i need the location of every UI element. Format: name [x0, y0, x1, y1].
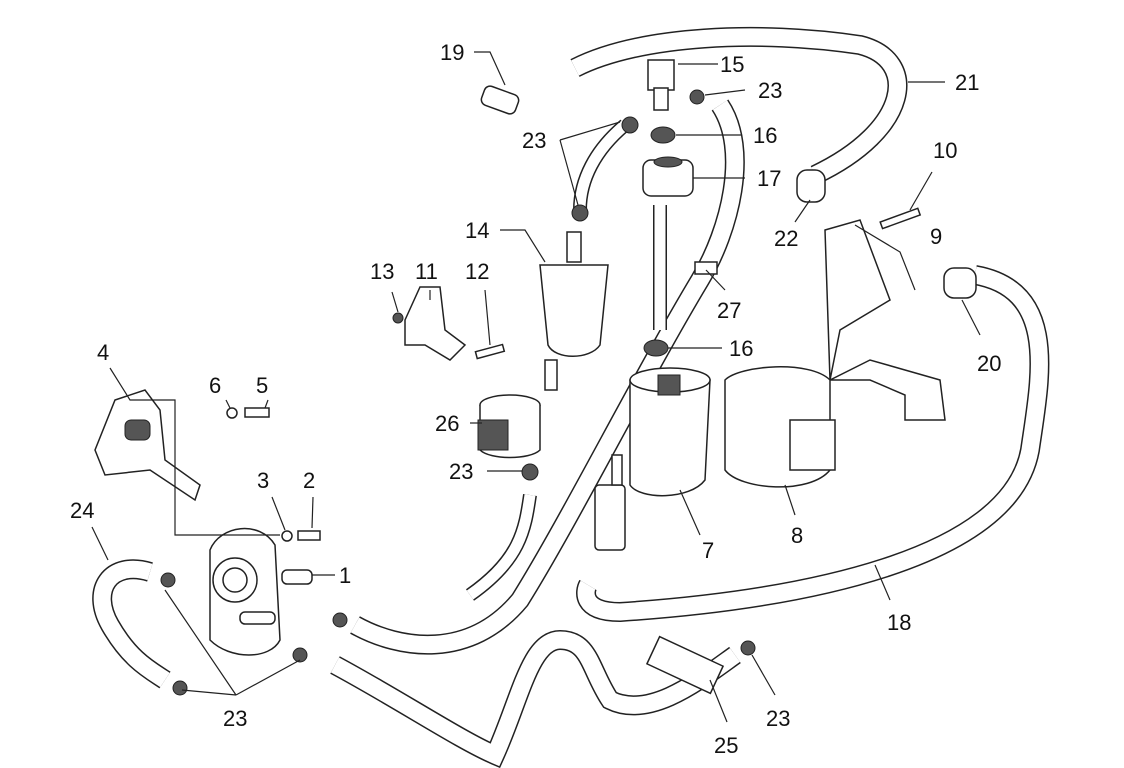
label-1: 1 [339, 563, 351, 588]
leader-lines [91, 51, 981, 723]
part-25-clip [645, 635, 725, 695]
part-2-screw [297, 530, 321, 541]
part-16-clamp [643, 126, 676, 357]
label-7: 7 [702, 538, 714, 563]
label-26: 26 [435, 411, 459, 436]
part-9-bracket [824, 219, 946, 421]
part-5-screw [244, 407, 270, 418]
label-17: 17 [757, 166, 781, 191]
part-15-valve [647, 59, 675, 111]
label-21: 21 [955, 70, 979, 95]
label-20: 20 [977, 351, 1001, 376]
part-27-clip [694, 261, 718, 275]
hose-21 [570, 26, 908, 185]
part-8-clamp-bracket [724, 366, 836, 488]
label-27: 27 [717, 298, 741, 323]
label-25: 25 [714, 733, 738, 758]
label-5: 5 [256, 373, 268, 398]
part-14-filter [539, 231, 609, 391]
label-15: 15 [720, 52, 744, 77]
label-23: 23 [449, 459, 473, 484]
label-16: 16 [729, 336, 753, 361]
part-20-elbow [943, 267, 977, 299]
label-9: 9 [930, 224, 942, 249]
part-19-connector [480, 85, 520, 115]
label-18: 18 [887, 610, 911, 635]
label-14: 14 [465, 218, 489, 243]
part-1-pump-body [209, 528, 313, 656]
label-23: 23 [223, 706, 247, 731]
part-17-rubber [642, 156, 694, 197]
part-13-nut [392, 312, 404, 324]
part-3-washer [281, 530, 293, 542]
label-16: 16 [753, 123, 777, 148]
label-22: 22 [774, 226, 798, 251]
label-23: 23 [522, 128, 546, 153]
label-13: 13 [370, 259, 394, 284]
label-12: 12 [465, 259, 489, 284]
part-7-fuel-pump [594, 367, 711, 551]
label-10: 10 [933, 138, 957, 163]
hose-24 [92, 559, 171, 689]
label-23: 23 [758, 78, 782, 103]
hose-small-upper [465, 119, 667, 601]
hose-25 [330, 629, 741, 768]
label-2: 2 [303, 468, 315, 493]
label-4: 4 [97, 340, 109, 365]
part-10-bolt [879, 207, 922, 230]
label-6: 6 [209, 373, 221, 398]
label-3: 3 [257, 468, 269, 493]
part-26-sleeve [477, 394, 541, 459]
hose-main-lower [350, 99, 745, 655]
label-11: 11 [415, 259, 438, 284]
callout-labels: 19 15 21 23 23 16 17 10 9 22 14 13 11 12… [70, 40, 1001, 758]
label-23: 23 [766, 706, 790, 731]
part-12-screw [474, 343, 506, 360]
label-19: 19 [440, 40, 464, 65]
label-24: 24 [70, 498, 94, 523]
part-23-hose-clamps [160, 89, 756, 696]
part-22-elbow [796, 169, 826, 203]
part-6-washer [226, 407, 238, 419]
hose-18 [576, 265, 1050, 623]
part-4-gasket-bracket [94, 389, 201, 502]
label-8: 8 [791, 523, 803, 548]
part-11-bracket [404, 286, 467, 361]
